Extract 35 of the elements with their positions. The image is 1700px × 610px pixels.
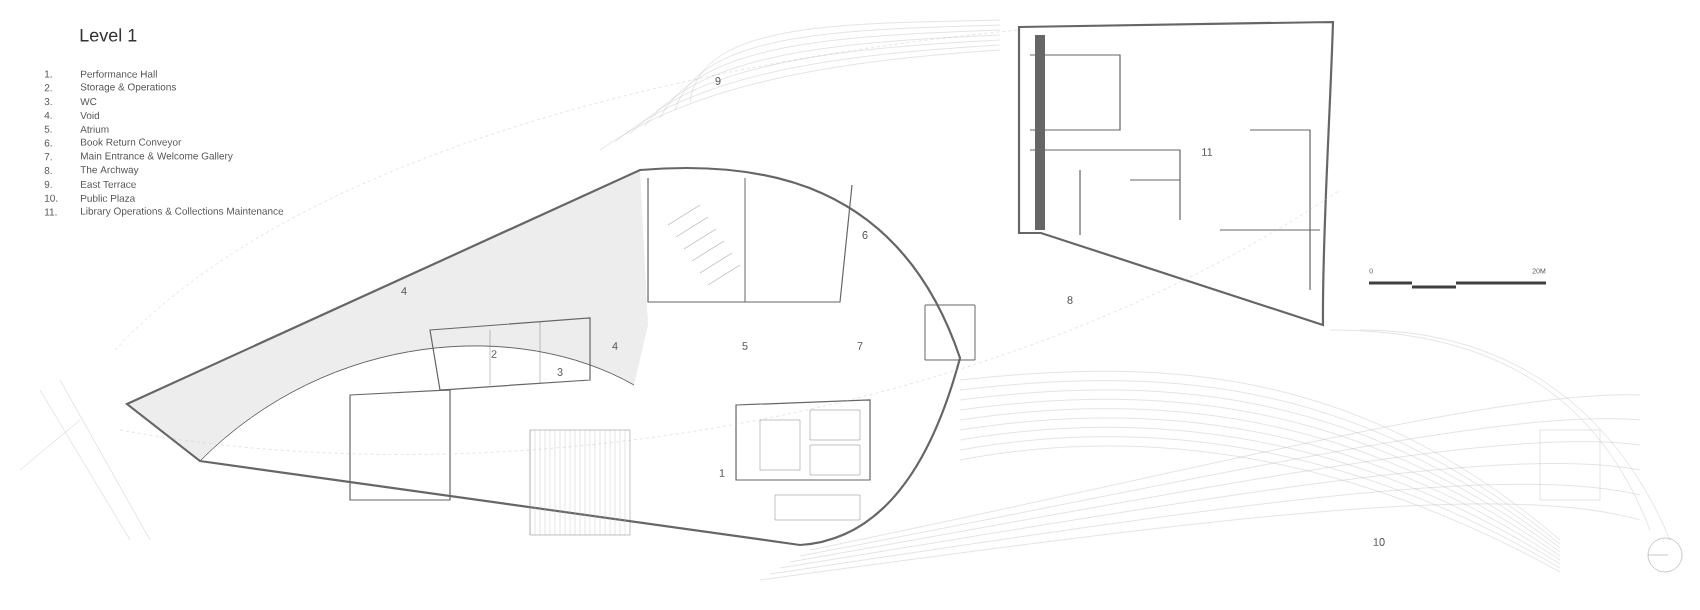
room-number: 6	[862, 231, 868, 239]
legend-text: Library Operations & Collections Maintenance	[81, 207, 284, 217]
room-number: 10	[1373, 538, 1385, 546]
legend-text: The Archway	[80, 165, 139, 176]
legend-text: Void	[80, 111, 100, 120]
legend-text: Performance Hall	[81, 70, 157, 78]
legend-text: Storage & Operations	[80, 83, 176, 93]
room-number: 8	[1067, 296, 1073, 304]
legend-number: 9.	[44, 180, 52, 188]
room-number: 4	[612, 342, 618, 350]
legend-text: WC	[80, 98, 97, 106]
room-number: 1	[719, 469, 725, 477]
legend-text: Public Plaza	[81, 194, 136, 202]
room-number: 4	[401, 287, 407, 295]
legend-number: 6.	[44, 139, 52, 147]
title: Level 1	[80, 28, 137, 42]
legend-number: 2.	[44, 84, 52, 92]
room-number: 3	[557, 368, 563, 376]
legend-number: 4.	[44, 111, 52, 119]
legend-number: 11.	[45, 208, 57, 216]
room-number: 2	[491, 350, 497, 358]
legend-text: Atrium	[80, 125, 109, 133]
room-number: 11	[1202, 148, 1213, 156]
legend-number: 1.	[45, 70, 52, 78]
legend-number: 7.	[44, 153, 52, 161]
room-number: 9	[715, 77, 721, 85]
legend-text: East Terrace	[81, 180, 136, 188]
room-number: 5	[742, 342, 748, 350]
legend-number: 5.	[44, 125, 52, 133]
legend-number: 10.	[45, 194, 58, 202]
room-number: 7	[857, 342, 863, 350]
legend-text: Main Entrance & Welcome Gallery	[81, 152, 233, 162]
legend-number: 8.	[44, 167, 52, 175]
legend-text: Book Return Conveyor	[81, 138, 182, 148]
legend-number: 3.	[44, 98, 52, 106]
